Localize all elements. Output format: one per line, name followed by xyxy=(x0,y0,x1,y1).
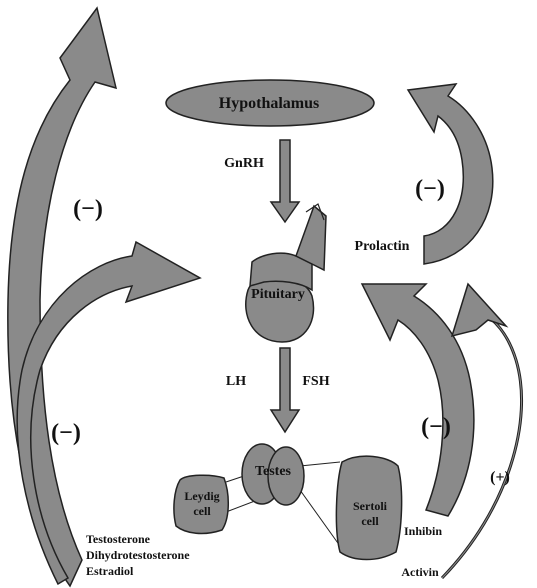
fsh-label: FSH xyxy=(302,374,329,389)
leydig-label-line2: cell xyxy=(193,504,211,518)
dihydrotestosterone-label: Dihydrotestosterone xyxy=(86,548,190,562)
sertoli-connector-bottom xyxy=(299,489,341,547)
steroid-to-pituitary-arrow xyxy=(16,240,202,586)
gnrh-label: GnRH xyxy=(224,156,264,171)
gnrh-arrow xyxy=(269,139,301,224)
pituitary-label: Pituitary xyxy=(251,287,305,302)
sertoli-label-line1: Sertoli xyxy=(353,499,388,513)
testes-label: Testes xyxy=(255,464,292,479)
hypothalamus-label: Hypothalamus xyxy=(219,95,319,112)
estradiol-label: Estradiol xyxy=(86,564,134,578)
sertoli-label-line2: cell xyxy=(361,514,379,528)
activin-line-inner xyxy=(441,311,523,579)
sertoli-connector-top xyxy=(299,461,341,467)
hypothalamus-node xyxy=(165,79,375,127)
steroid-hypothalamus-sign: (−) xyxy=(73,196,103,222)
inhibin-to-pituitary-arrow xyxy=(360,283,475,517)
testes-node xyxy=(241,443,305,506)
prolactin-hypothalamus-sign: (−) xyxy=(415,176,445,202)
activin-label: Activin xyxy=(401,565,439,579)
activin-pituitary-sign: (+) xyxy=(490,469,510,486)
sertoli-cell-node xyxy=(335,455,403,561)
lh-label: LH xyxy=(226,374,246,389)
lh-fsh-arrow xyxy=(269,347,301,434)
leydig-cell-node xyxy=(173,474,229,535)
leydig-label-line1: Leydig xyxy=(184,489,219,503)
prolactin-label: Prolactin xyxy=(355,239,410,254)
steroid-pituitary-sign: (−) xyxy=(51,420,81,446)
activin-arrowhead xyxy=(450,282,509,338)
prolactin-to-hypothalamus-arrow xyxy=(406,83,494,265)
pituitary-node xyxy=(245,203,327,343)
steroid-to-hypothalamus-arrow xyxy=(7,6,118,588)
testosterone-label: Testosterone xyxy=(86,532,151,546)
inhibin-pituitary-sign: (−) xyxy=(421,414,451,440)
inhibin-label: Inhibin xyxy=(404,524,442,538)
